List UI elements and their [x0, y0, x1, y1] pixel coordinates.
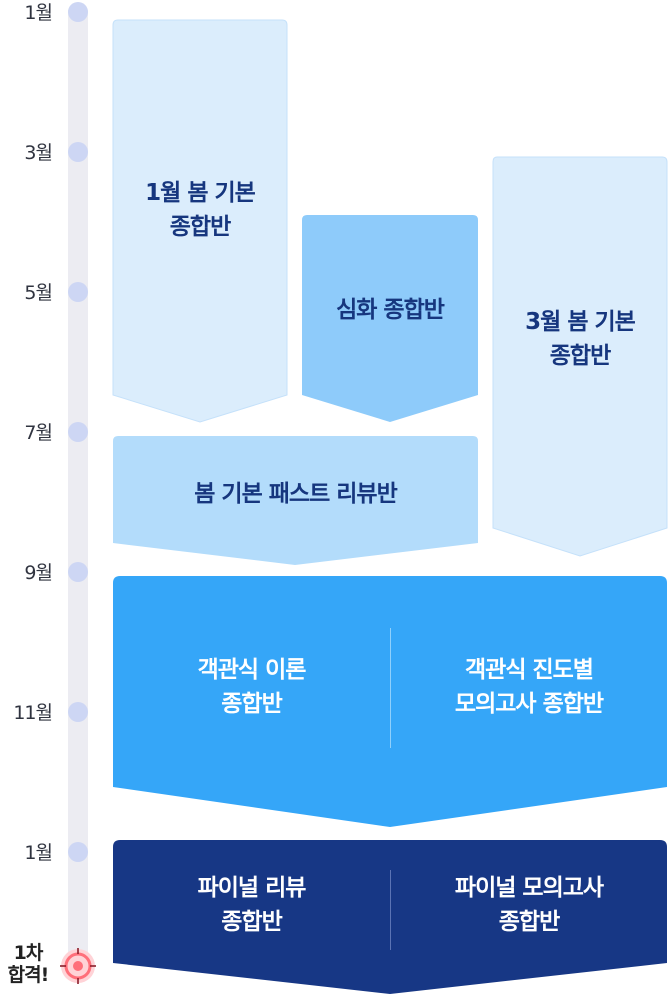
course-objective-mock: 객관식 진도별 모의고사 종합반	[454, 657, 604, 717]
timeline-rail	[68, 8, 88, 968]
timeline-dot	[68, 422, 88, 442]
first-pass-label: 1차 합격!	[7, 942, 50, 986]
timeline-dot	[68, 562, 88, 582]
block-mar-spring-basic	[492, 156, 668, 557]
block-spring-fast-review	[113, 436, 478, 565]
course-final-mock: 파이널 모의고사 종합반	[454, 875, 604, 935]
month-label-may: 5월	[24, 282, 53, 304]
month-label-mar: 3월	[24, 142, 53, 164]
final-divider	[390, 870, 391, 950]
month-label-nov: 11월	[13, 702, 53, 724]
month-label-jan: 1월	[24, 2, 53, 24]
month-label-jul: 7월	[24, 422, 53, 444]
course-objective-theory: 객관식 이론 종합반	[197, 657, 307, 717]
block-jan-spring-basic	[112, 19, 288, 423]
course-final-review: 파이널 리뷰 종합반	[197, 875, 307, 935]
objective-divider	[390, 628, 391, 748]
course-jan-spring-basic: 1월 봄 기본 종합반	[145, 180, 256, 240]
timeline-dot	[68, 702, 88, 722]
month-label-sep: 9월	[24, 562, 53, 584]
course-advanced: 심화 종합반	[336, 297, 445, 323]
block-advanced	[302, 215, 478, 422]
month-label-jan-next: 1월	[24, 842, 53, 864]
course-mar-spring-basic: 3월 봄 기본 종합반	[525, 309, 636, 369]
target-icon	[60, 948, 96, 984]
timeline-dot	[68, 842, 88, 862]
course-spring-fast-review: 봄 기본 패스트 리뷰반	[194, 481, 397, 507]
timeline-dot	[68, 142, 88, 162]
timeline-dot	[68, 282, 88, 302]
timeline-dot	[68, 2, 88, 22]
